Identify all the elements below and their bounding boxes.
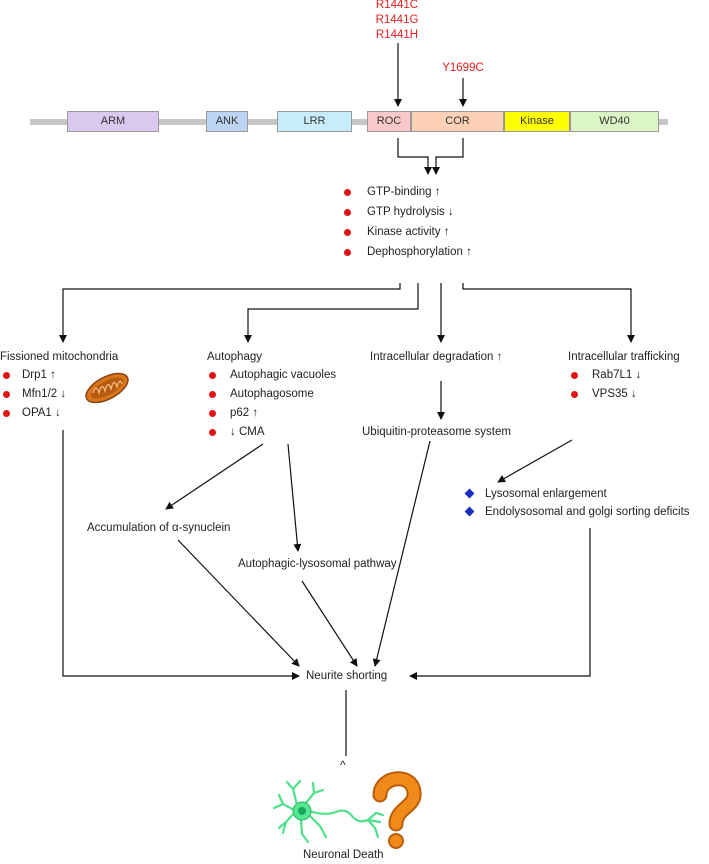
effect-kinase-activity: Kinase activity ↑ — [367, 226, 450, 238]
autophagic-lysosomal-pathway: Autophagic-lysosomal pathway — [238, 558, 397, 570]
question-mark-icon — [372, 771, 422, 849]
trafficking-branch-arrow — [462, 283, 635, 343]
domain-arm: ARM — [67, 111, 159, 132]
synuclein-accumulation: Accumulation of α-synuclein — [87, 522, 231, 534]
mitochondria-bullet — [3, 372, 10, 379]
trafficking-bullet — [571, 372, 578, 379]
mitochondria-bullet — [3, 391, 10, 398]
roc-effect-arrow — [397, 138, 432, 175]
mitochondria-neurite-arrow — [62, 430, 300, 680]
neurite-shorting: Neurite shorting — [306, 670, 388, 682]
synuclein-neurite-arrow — [177, 539, 300, 667]
trafficking-item-rab7l1: Rab7L1 ↓ — [592, 369, 642, 381]
autophagy-bullet — [209, 391, 216, 398]
mitochondria-bullet — [3, 410, 10, 417]
ups-label: Ubiquitin-proteasome system — [362, 426, 511, 438]
roc-mutation-3: R1441H — [375, 29, 419, 41]
roc-mutation-1: R1441C — [375, 0, 419, 11]
domain-roc: ROC — [367, 111, 411, 132]
mitochondria-branch-arrow — [59, 283, 401, 343]
autophagy-item-p62: p62 ↑ — [230, 407, 259, 419]
lysosomal-enlargement: Lysosomal enlargement — [485, 488, 607, 500]
mitochondria-item-mfn: Mfn1/2 ↓ — [22, 388, 67, 400]
degradation-title: Intracellular degradation ↑ — [370, 351, 503, 363]
effect-gtp-hydrolysis: GTP hydrolysis ↓ — [367, 206, 454, 218]
ups-neurite-arrow — [372, 440, 431, 667]
autophagy-synuclein-arrow — [165, 443, 264, 510]
domain-ank: ANK — [206, 111, 248, 132]
effect-dephosphorylation: Dephosphorylation ↑ — [367, 246, 472, 258]
autophagy-bullet — [209, 429, 216, 436]
autophagy-branch-arrow — [244, 283, 419, 343]
domain-wd40: WD40 — [570, 111, 659, 132]
neurite-caret: ^ — [340, 758, 346, 772]
domain-cor: COR — [411, 111, 504, 132]
neuronal-death-label: Neuronal Death — [303, 849, 384, 861]
cor-effect-arrow — [432, 138, 464, 175]
autophagy-bullet — [209, 372, 216, 379]
sorting-deficits: Endolysosomal and golgi sorting deficits — [485, 506, 690, 518]
effect-bullet — [344, 209, 351, 216]
autophagy-title: Autophagy — [207, 351, 262, 363]
neuron-icon — [272, 779, 385, 844]
pathway-neurite-arrow — [301, 580, 358, 667]
effect-bullet — [344, 189, 351, 196]
trafficking-item-vps35: VPS35 ↓ — [592, 388, 637, 400]
mitochondria-title: Fissioned mitochondria — [0, 351, 119, 363]
domain-lrr: LRR — [277, 111, 352, 132]
effect-bullet — [344, 249, 351, 256]
autophagy-item-cma: ↓ CMA — [230, 426, 265, 438]
autophagy-pathway-arrow — [287, 443, 302, 552]
mitochondria-item-opa1: OPA1 ↓ — [22, 407, 61, 419]
mitochondrion-icon — [85, 372, 129, 404]
trafficking-neurite-arrow — [409, 528, 591, 680]
roc-mutation-2: R1441G — [375, 14, 419, 26]
domain-kinase: Kinase — [504, 111, 570, 132]
cor-mutation: Y1699C — [442, 62, 484, 74]
trafficking-bullet — [571, 391, 578, 398]
trafficking-lysosome-arrow — [497, 439, 573, 483]
autophagy-bullet — [209, 410, 216, 417]
effect-gtp-binding: GTP-binding ↑ — [367, 186, 441, 198]
mitochondria-item-drp1: Drp1 ↑ — [22, 369, 56, 381]
trafficking-title: Intracellular trafficking — [568, 351, 680, 363]
effect-bullet — [344, 229, 351, 236]
autophagy-item-autophagosome: Autophagosome — [230, 388, 314, 400]
autophagy-item-vacuoles: Autophagic vacuoles — [230, 369, 337, 381]
